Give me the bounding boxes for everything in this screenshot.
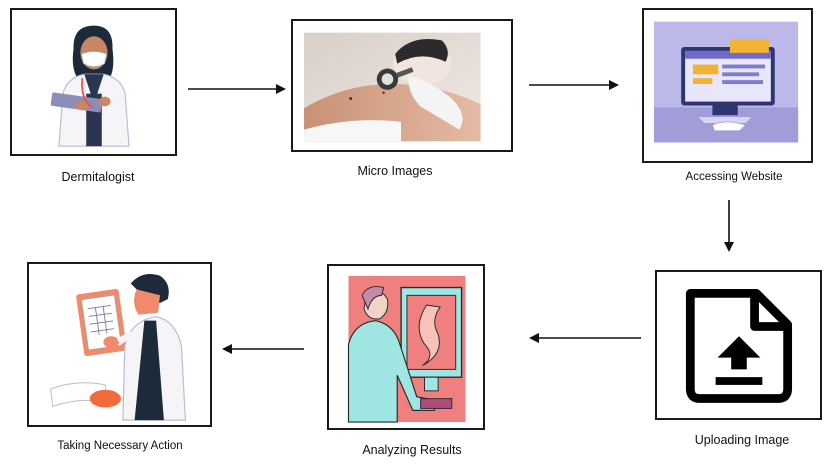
step-website-label: Accessing Website: [685, 171, 783, 183]
action-illustration: [50, 273, 186, 421]
arrow-down-1: [723, 200, 735, 252]
doctor-illustration: [50, 25, 130, 147]
arrow-right-2: [529, 78, 619, 90]
analysis-illustration: [347, 275, 466, 423]
file-upload-icon: [685, 289, 793, 403]
step-action-box: [27, 262, 212, 427]
dermoscope-photo: [304, 32, 481, 142]
step-dermatologist-box: [10, 8, 177, 156]
step-micro-images-label: Micro Images: [357, 164, 433, 178]
arrow-left-2: [222, 342, 304, 354]
arrow-left-1: [529, 331, 641, 343]
step-action-label: Taking Necessary Action: [57, 440, 183, 452]
step-micro-images-box: [291, 19, 513, 152]
step-analyzing-label: Analyzing Results: [362, 443, 462, 457]
step-website-box: [642, 8, 813, 163]
step-upload-box: [655, 270, 822, 420]
step-dermatologist-label: Dermitalogist: [61, 170, 135, 184]
arrow-right-1: [188, 82, 286, 94]
step-analyzing-box: [327, 264, 485, 430]
step-upload-label: Uploading Image: [694, 433, 790, 447]
website-illustration: [653, 21, 799, 143]
